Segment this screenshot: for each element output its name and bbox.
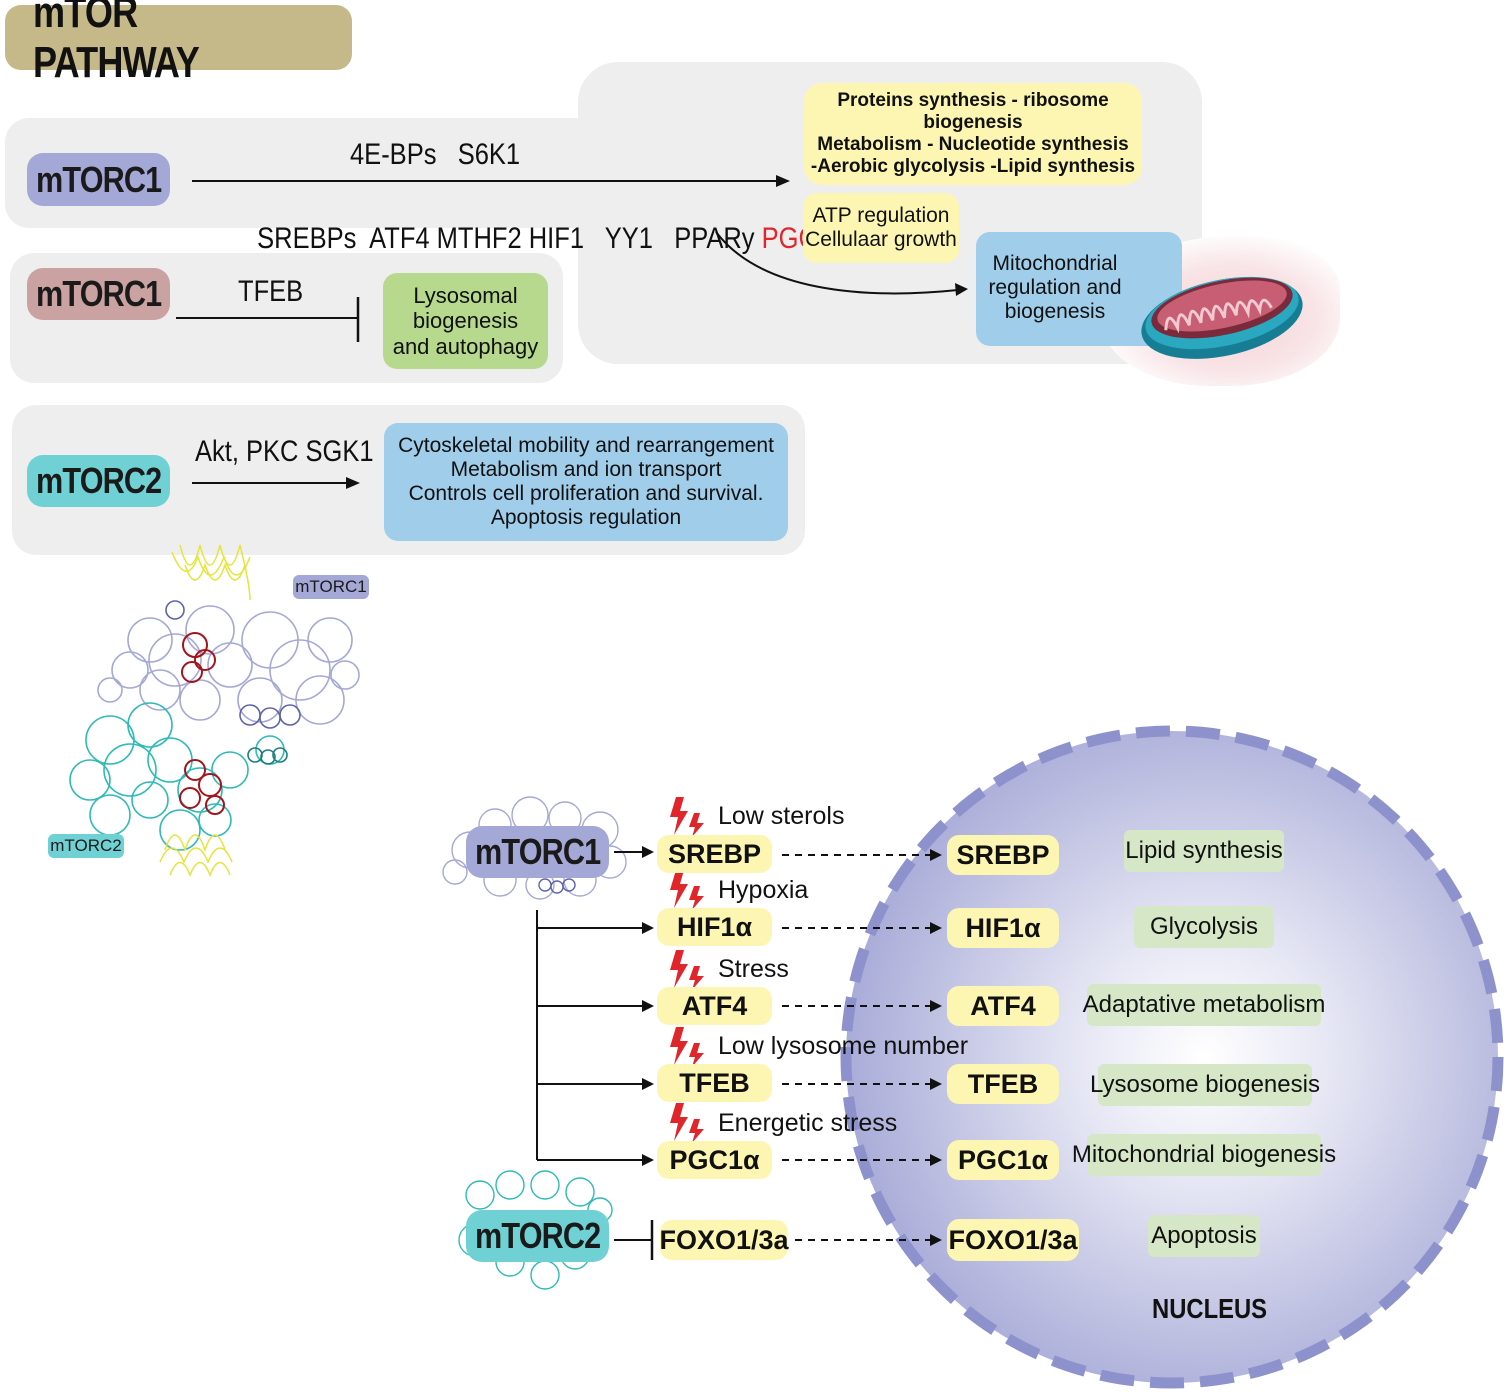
cyto-factor-foxo: FOXO1/3a bbox=[659, 1220, 789, 1260]
nuclear-factor-hif1a: HIF1α bbox=[947, 908, 1059, 948]
nucleus-label: NUCLEUS bbox=[1152, 1293, 1268, 1324]
outcome-line: Cytoskeletal mobility and rearrangement bbox=[398, 433, 774, 457]
outcome-line: Apoptosis regulation bbox=[490, 506, 682, 530]
lightning-icon bbox=[670, 870, 704, 910]
outcome-line: Mitochondrial bbox=[992, 252, 1118, 275]
mtorc2-text: mTORC2 bbox=[474, 1215, 601, 1256]
nuclear-factor-atf4: ATF4 bbox=[947, 986, 1059, 1026]
outcome-line: and autophagy bbox=[392, 333, 539, 359]
lower-mtorc1-label: mTORC1 bbox=[466, 826, 609, 878]
nuclear-factor-srebp: SREBP bbox=[947, 835, 1059, 875]
row1-outcome-mitochondrial: Mitochondrial regulation and biogenesis bbox=[976, 232, 1182, 346]
row3-targets-label: Akt, PKC SGK1 bbox=[195, 435, 374, 468]
outcome-line: Metabolism - Nucleotide synthesis bbox=[817, 134, 1129, 155]
outcome-lipid-synthesis: Lipid synthesis bbox=[1124, 830, 1284, 872]
stress-label-2: Stress bbox=[718, 955, 789, 983]
row1-outcome-atp: ATP regulation Cellulaar growth bbox=[803, 193, 959, 263]
outcome-glycolysis: Glycolysis bbox=[1134, 906, 1274, 948]
cyto-factor-pgc1a: PGC1α bbox=[657, 1141, 772, 1179]
cyto-factor-srebp: SREBP bbox=[657, 835, 772, 873]
dark-blue-coils bbox=[165, 600, 301, 729]
mtorc1-text: mTORC1 bbox=[35, 273, 162, 314]
row2-outcome-lysosomal: Lysosomal biogenesis and autophagy bbox=[383, 273, 548, 369]
stress-label-0: Low sterols bbox=[718, 802, 845, 830]
outcome-adaptative-metabolism: Adaptative metabolism bbox=[1083, 984, 1325, 1026]
outcome-line: biogenesis bbox=[1004, 300, 1106, 324]
mtorc1-label-row1: mTORC1 bbox=[27, 153, 170, 206]
outcome-line: regulation and bbox=[988, 276, 1122, 300]
structure-label-text: mTORC2 bbox=[50, 836, 122, 855]
structure-label-text: mTORC1 bbox=[295, 577, 367, 596]
row1-downstream-prefix: SREBPs ATF4 MTHF2 HIF1 YY1 PPARy bbox=[257, 222, 762, 255]
row1-outcome-protein-synthesis: Proteins synthesis - ribosome biogenesis… bbox=[804, 83, 1142, 185]
mtorc2-text: mTORC2 bbox=[35, 460, 162, 501]
cyto-factor-atf4: ATF4 bbox=[657, 987, 772, 1025]
cyto-factor-tfeb: TFEB bbox=[657, 1064, 772, 1102]
stress-label-3: Low lysosome number bbox=[718, 1032, 969, 1060]
page-title-text: mTOR PATHWAY bbox=[33, 0, 200, 87]
outcome-line: Metabolism and ion transport bbox=[450, 457, 722, 481]
teal-dark-coils bbox=[247, 747, 288, 765]
row3-outcome-cytoskeletal: Cytoskeletal mobility and rearrangement … bbox=[384, 423, 788, 541]
mtorc2-label-row3: mTORC2 bbox=[27, 455, 170, 507]
outcome-line: biogenesis bbox=[412, 308, 519, 334]
row2-target-label: TFEB bbox=[238, 275, 304, 308]
lightning-icon bbox=[670, 1103, 704, 1143]
lightning-icon bbox=[670, 797, 704, 837]
outcome-line: ATP regulation bbox=[812, 203, 950, 227]
nuclear-factor-foxo: FOXO1/3a bbox=[947, 1219, 1079, 1261]
outcome-mitochondrial-biogenesis: Mitochondrial biogenesis bbox=[1072, 1134, 1336, 1176]
mtorc1-text: mTORC1 bbox=[474, 831, 601, 872]
mtorc1-label-row2: mTORC1 bbox=[27, 268, 170, 320]
lower-mtorc2-label: mTORC2 bbox=[466, 1210, 609, 1262]
mtorc1-text: mTORC1 bbox=[35, 158, 162, 200]
outcome-apoptosis: Apoptosis bbox=[1148, 1215, 1260, 1257]
page-title: mTOR PATHWAY bbox=[5, 0, 352, 87]
red-coils-top bbox=[181, 632, 216, 683]
nuclear-factor-tfeb: TFEB bbox=[947, 1064, 1059, 1104]
row1-upstream-labels: 4E-BPs S6K1 bbox=[350, 138, 521, 171]
yellow-coil-bottom bbox=[159, 834, 233, 878]
outcome-line: -Aerobic glycolysis -Lipid synthesis bbox=[810, 155, 1136, 177]
stress-label-4: Energetic stress bbox=[718, 1109, 898, 1137]
structure-label-mtorc2: mTORC2 bbox=[48, 834, 124, 858]
row1-downstream-labels: SREBPs ATF4 MTHF2 HIF1 YY1 PPARy PGC1 bbox=[243, 188, 831, 256]
outcome-line: Lysosomal bbox=[413, 283, 518, 309]
red-coils-bottom bbox=[179, 759, 225, 815]
purple-coils bbox=[97, 605, 360, 725]
outcome-line: Controls cell proliferation and survival… bbox=[408, 482, 764, 505]
stress-label-1: Hypoxia bbox=[718, 876, 809, 904]
outcome-line: Cellulaar growth bbox=[805, 228, 957, 251]
nuclear-factor-pgc1a: PGC1α bbox=[947, 1140, 1059, 1180]
lightning-icon bbox=[670, 1027, 704, 1067]
lightning-icon bbox=[670, 950, 704, 990]
outcome-lysosome-biogenesis: Lysosome biogenesis bbox=[1090, 1064, 1320, 1106]
structure-label-mtorc1: mTORC1 bbox=[293, 575, 369, 599]
cyto-factor-hif1a: HIF1α bbox=[657, 908, 772, 946]
teal-coils bbox=[69, 702, 285, 851]
outcome-line: Proteins synthesis - ribosome biogenesis bbox=[837, 90, 1109, 134]
